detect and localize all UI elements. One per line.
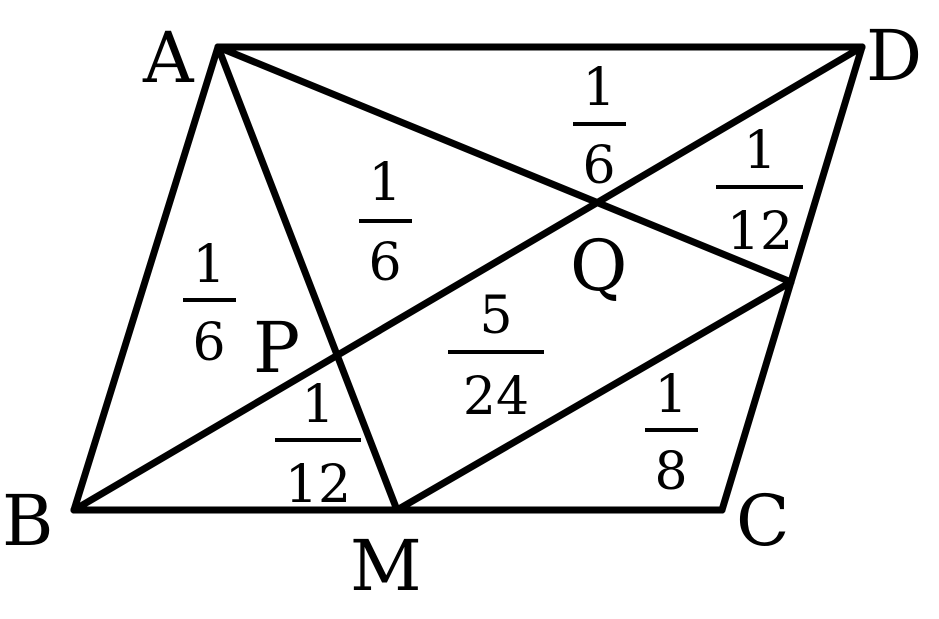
point-label-A: A	[142, 17, 195, 99]
area-label-BPM: 1 12	[275, 375, 361, 515]
area-label-PMEQ: 5 24	[448, 286, 544, 427]
fraction-numerator: 1	[582, 58, 615, 118]
fraction-denominator: 12	[285, 455, 351, 515]
fraction-denominator: 6	[192, 313, 225, 373]
point-label-B: B	[2, 480, 53, 562]
side-DC	[718, 43, 866, 514]
fraction-denominator: 24	[463, 367, 529, 427]
point-label-P: P	[253, 307, 300, 389]
side-AB	[70, 43, 222, 514]
area-label-APQ: 1 6	[359, 153, 412, 293]
segment-ME	[393, 278, 795, 514]
point-label-C: C	[736, 480, 790, 562]
fraction-denominator: 8	[654, 442, 687, 502]
fraction-numerator: 1	[654, 365, 687, 425]
fraction-denominator: 6	[368, 233, 401, 293]
area-label-ABP: 1 6	[183, 235, 236, 373]
fraction-denominator: 12	[727, 202, 793, 262]
segment-AM	[214, 43, 401, 514]
segment-AE	[214, 43, 795, 286]
area-label-DQE: 1 12	[716, 121, 803, 262]
point-label-M: M	[350, 525, 422, 607]
fraction-numerator: 1	[743, 121, 776, 181]
fraction-numerator: 1	[192, 235, 225, 295]
fraction-denominator: 6	[582, 136, 615, 196]
area-label-MCE: 1 8	[645, 365, 698, 502]
diagonal-BD	[70, 43, 866, 514]
area-label-AQD: 1 6	[573, 58, 626, 196]
point-label-Q: Q	[570, 225, 627, 307]
fraction-numerator: 1	[301, 375, 334, 435]
fraction-numerator: 1	[368, 153, 401, 213]
fraction-numerator: 5	[479, 286, 512, 346]
point-label-D: D	[866, 15, 922, 97]
